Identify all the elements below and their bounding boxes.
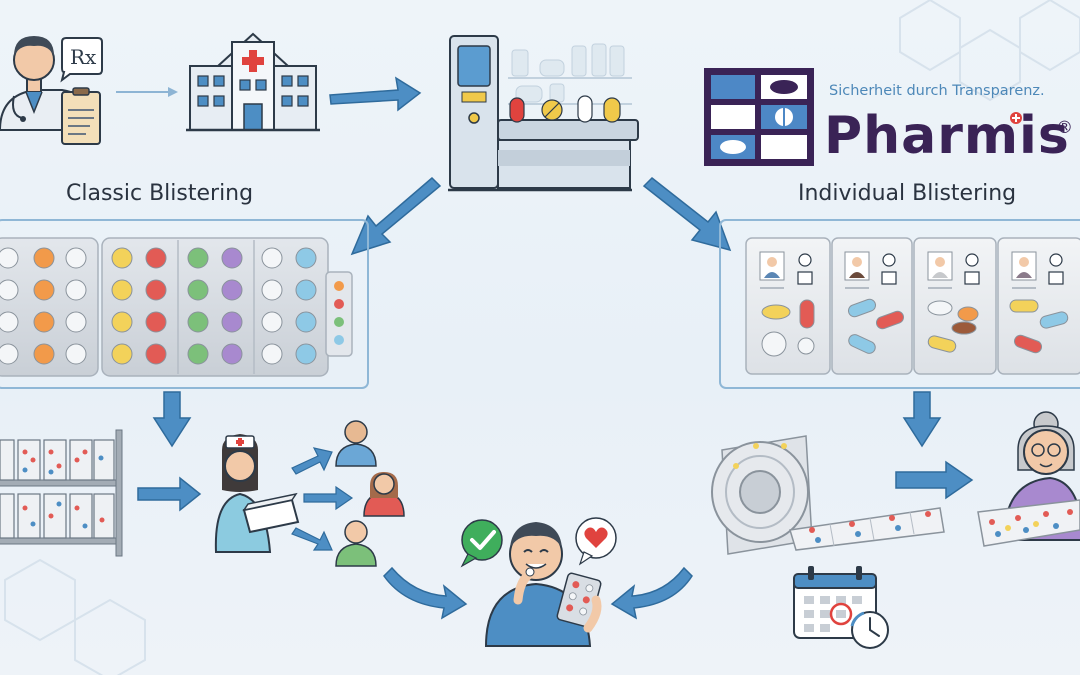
arrow-left-to-patient — [383, 566, 468, 620]
background-hexagons — [4, 0, 1080, 675]
logo-brand-name: Pharmis — [824, 106, 1070, 166]
logo-tagline: Sicherheit durch Transparenz. — [829, 83, 1045, 99]
classic-blister-strip-left — [0, 237, 99, 377]
calendar-clock-icon — [793, 566, 889, 649]
patient-icon-3 — [335, 520, 377, 567]
blistering-machine-icon — [448, 35, 639, 192]
individual-blister-frame — [719, 219, 1080, 389]
arrow-machine-to-individual — [642, 176, 732, 252]
patient-pouch-1 — [745, 237, 831, 375]
arrow-shelf-to-nurse — [137, 476, 202, 512]
background-bottles — [508, 43, 632, 105]
patient-icon-2 — [363, 472, 405, 517]
registered-mark: ® — [1056, 118, 1073, 138]
arrow-right-to-patient — [610, 566, 693, 620]
nurse-icon — [214, 434, 300, 553]
prescription-symbol: Rx — [70, 45, 97, 69]
patient-pouch-4 — [997, 237, 1080, 375]
senior-patient-icon — [977, 411, 1080, 547]
hospital-icon — [186, 32, 320, 132]
arrow-doctor-to-hospital — [116, 87, 178, 97]
speech-bubble-icon: Rx — [60, 37, 103, 83]
classic-blister-strip-right — [101, 237, 329, 377]
patient-icon-1 — [335, 420, 377, 467]
checkmark-bubble-icon — [460, 519, 503, 568]
swiss-cross-icon — [1010, 112, 1022, 124]
arrow-roll-to-senior — [895, 460, 974, 500]
blister-roll-icon — [711, 435, 945, 555]
prescription-clipboard-icon — [61, 87, 101, 145]
arrows-nurse-to-patients — [291, 447, 354, 551]
arrow-machine-to-classic — [350, 176, 442, 256]
classic-blistering-label: Classic Blistering — [66, 181, 254, 206]
held-blister-pack-icon — [556, 572, 602, 633]
arrow-classic-down — [152, 391, 192, 448]
arrow-individual-down — [902, 391, 942, 448]
individual-blistering-label: Individual Blistering — [798, 181, 1017, 206]
classic-blister-frame — [0, 219, 369, 389]
pharmis-logo-mark — [704, 68, 814, 166]
classic-blister-small-card — [325, 271, 353, 357]
happy-patient-icon — [484, 522, 592, 647]
patient-pouch-3 — [913, 237, 997, 375]
pharmacy-shelf-icon — [0, 429, 123, 557]
patient-pouch-2 — [831, 237, 913, 375]
arrow-hospital-to-machine — [329, 76, 422, 112]
heart-bubble-icon — [575, 517, 617, 566]
